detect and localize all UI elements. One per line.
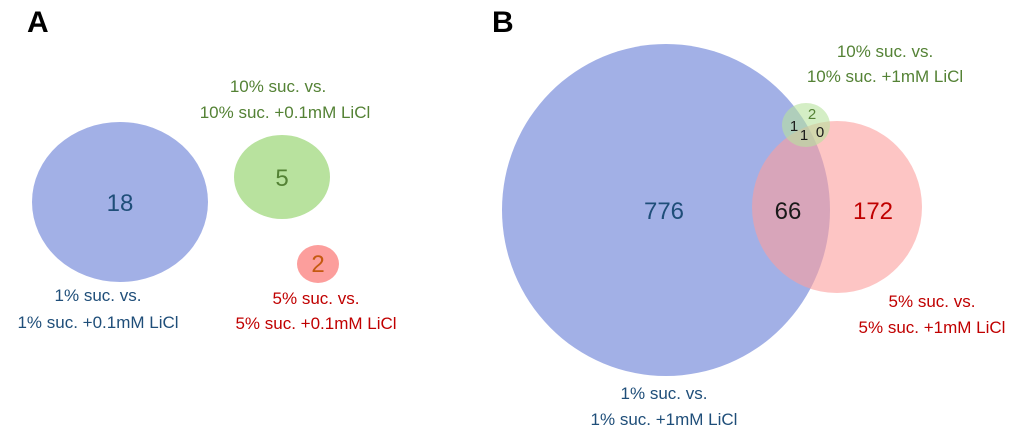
panel-a-green-label-line1: 10% suc. vs.: [230, 77, 326, 96]
panel-a-green-count: 5: [275, 165, 288, 192]
panel-b-red-label-line2: 5% suc. +1mM LiCl: [859, 318, 1006, 337]
panel-a-blue-label-line1: 1% suc. vs.: [55, 286, 142, 305]
panel-a-red-circle: [297, 245, 339, 283]
panel-a-blue-count: 18: [107, 190, 134, 217]
panel-b-red-circle: [752, 121, 922, 293]
panel-b-red-count: 172: [853, 198, 893, 225]
panel-a: A 18 5 2 10% suc. vs. 10% suc. +0.1mM Li…: [17, 6, 396, 333]
panel-b-blue-circle: [502, 44, 830, 376]
panel-a-red-label-line1: 5% suc. vs.: [273, 289, 360, 308]
panel-b-green-count: 2: [808, 106, 816, 123]
panel-b-blue-label-line1: 1% suc. vs.: [621, 384, 708, 403]
panel-b: B 776 66 172 2 1 1 0 10% suc. vs. 10% su…: [492, 6, 1005, 429]
panel-b-red-label-line1: 5% suc. vs.: [889, 292, 976, 311]
panel-b-green-red-overlap: 0: [816, 124, 824, 141]
panel-a-red-label-line2: 5% suc. +0.1mM LiCl: [235, 314, 396, 333]
panel-b-blue-red-overlap: 66: [775, 198, 802, 225]
panel-b-blue-label-line2: 1% suc. +1mM LiCl: [591, 410, 738, 429]
panel-b-blue-green-overlap: 1: [790, 118, 798, 135]
panel-b-green-circle: [782, 103, 830, 147]
panel-b-green-label-line1: 10% suc. vs.: [837, 42, 933, 61]
panel-a-blue-label-line2: 1% suc. +0.1mM LiCl: [17, 313, 178, 332]
panel-b-green-label-line2: 10% suc. +1mM LiCl: [807, 67, 963, 86]
panel-a-green-circle: [234, 135, 330, 219]
panel-b-all-three-overlap: 1: [800, 127, 808, 144]
panel-b-letter: B: [492, 6, 514, 39]
panel-a-red-count: 2: [311, 251, 324, 278]
panel-a-letter: A: [27, 6, 49, 39]
panel-a-green-label-line2: 10% suc. +0.1mM LiCl: [200, 103, 371, 122]
panel-b-blue-count: 776: [644, 198, 684, 225]
panel-a-blue-circle: [32, 122, 208, 282]
